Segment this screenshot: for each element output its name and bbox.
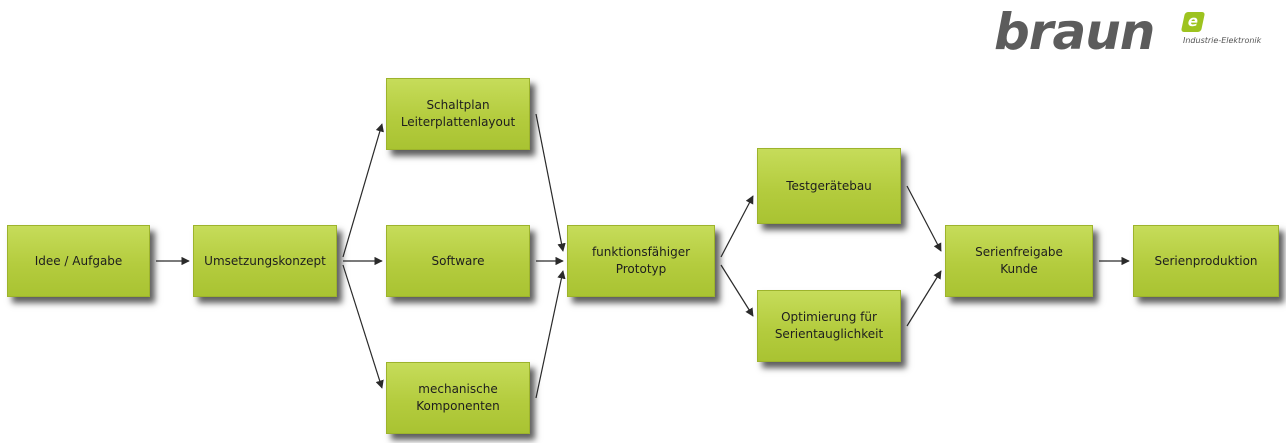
arrow-schaltplan-to-prototyp [535,113,566,252]
arrow-umsetzung-to-mechanik [342,264,384,389]
node-label-line: Komponenten [416,399,500,413]
node-label-line: Testgerätebau [786,178,872,193]
node-label-line: Idee / Aufgabe [34,253,123,268]
node-umsetzungskonzept: Umsetzungskonzept [193,225,337,297]
arrow-umsetzung-to-schaltplan [342,123,384,258]
node-label-line: funktionsfähiger [591,245,691,259]
node-testgeraetebau: Testgerätebau [757,148,901,224]
node-label-line: Kunde [1000,262,1038,276]
logo-wordmark: braun [994,3,1155,61]
node-label-line: Optimierung für [781,310,877,324]
node-label-line: Prototyp [615,262,667,276]
arrow-prototyp-to-optimierung [720,264,754,317]
node-label-line: Serienfreigabe [975,245,1063,259]
node-label-line: Umsetzungskonzept [204,253,326,268]
node-label-line: Leiterplattenlayout [400,115,516,129]
node-label-line: Software [431,253,485,268]
arrow-testgeraete-to-serienfreigabe [906,185,942,252]
node-serienproduktion: Serienproduktion [1133,225,1279,297]
arrow-prototyp-to-testgeraete [720,195,754,258]
arrow-mechanik-to-prototyp [535,270,566,399]
node-software: Software [386,225,530,297]
node-label-line: Serientauglichkeit [774,327,884,341]
braun-logo: braun e Industrie-Elektronik [986,0,1286,70]
arrow-optimierung-to-serienfreigabe [906,270,942,327]
node-label-line: Schaltplan [426,98,490,112]
logo-subtitle: Industrie-Elektronik [1183,36,1262,45]
node-label-line: Serienproduktion [1154,253,1258,268]
node-label-line: mechanische [418,382,498,396]
node-idee-aufgabe: Idee / Aufgabe [7,225,150,297]
